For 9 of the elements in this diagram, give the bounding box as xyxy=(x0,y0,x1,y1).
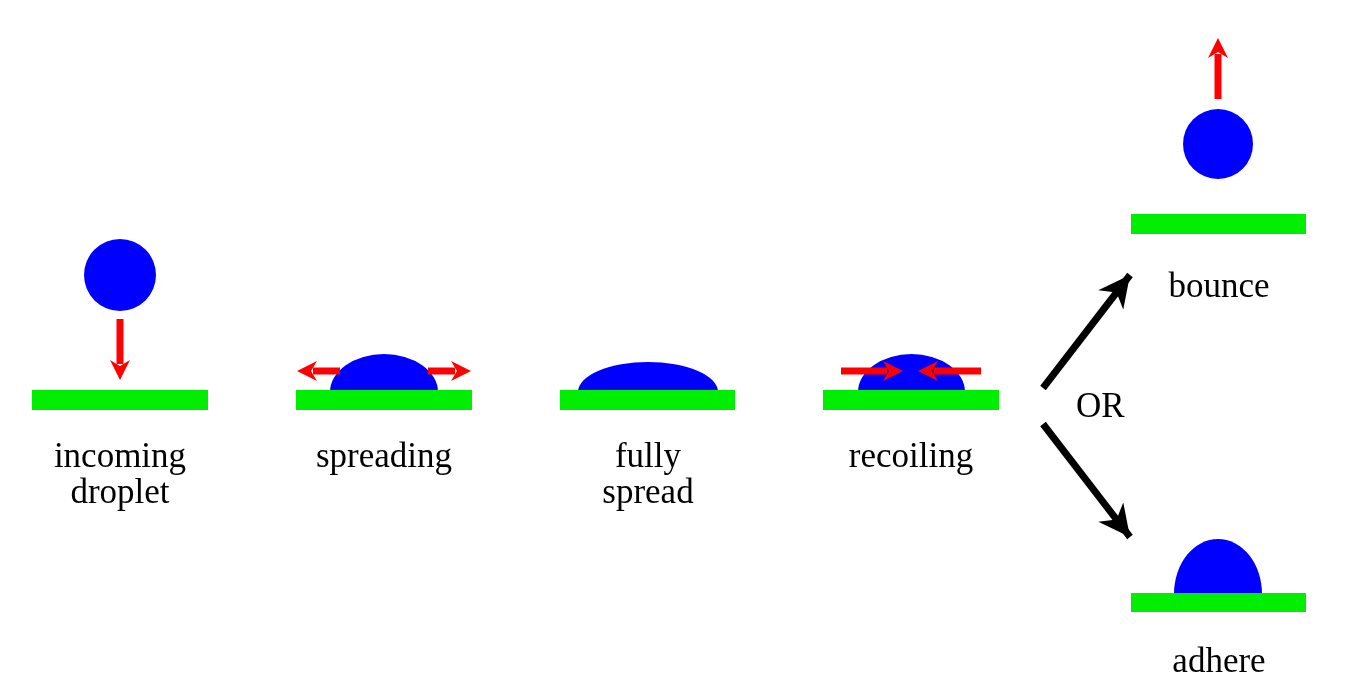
stage-label: adhere xyxy=(1171,643,1267,679)
stage-label: spreading xyxy=(314,438,454,474)
stage-label: bounce xyxy=(1167,268,1271,304)
stage-label: fully spread xyxy=(601,438,695,510)
arrow xyxy=(1040,272,1133,391)
stage-label: incoming droplet xyxy=(52,438,188,510)
stage-label: recoiling xyxy=(847,438,975,474)
or-label: OR xyxy=(1076,388,1125,423)
arrow xyxy=(1040,421,1133,540)
